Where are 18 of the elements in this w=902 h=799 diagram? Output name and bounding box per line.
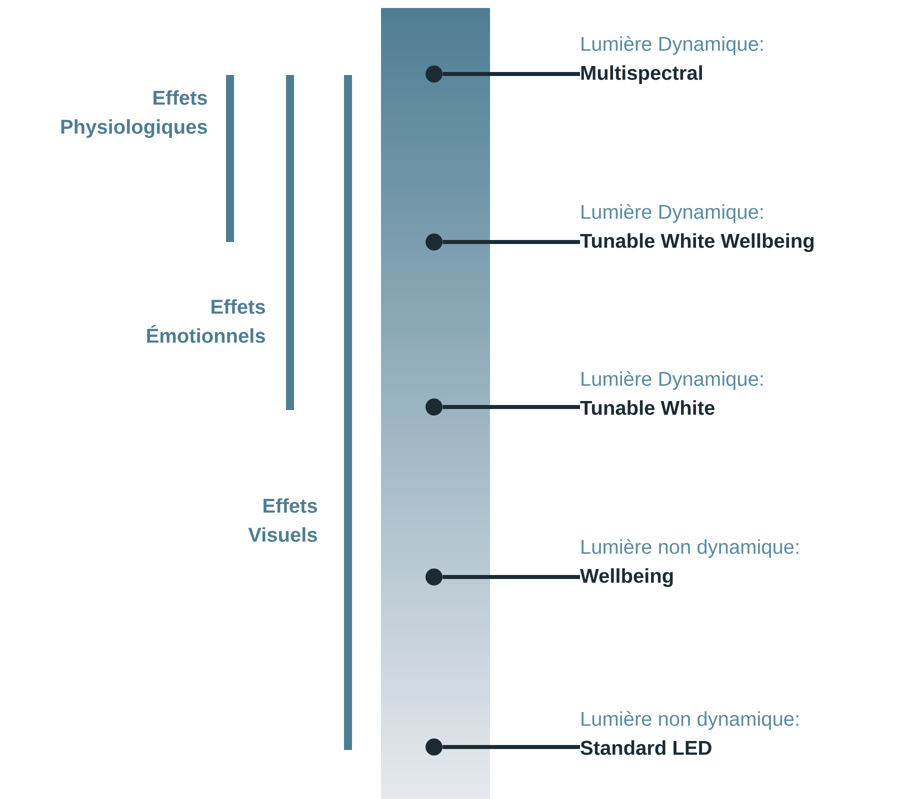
side-label: Effets Émotionnels: [147, 299, 265, 343]
leader-line: [442, 745, 580, 749]
dot: [426, 738, 442, 756]
leader-label: Lumière non dynamique: Standard LED: [580, 711, 798, 755]
leader-label: Lumière Dynamique: Multispectral: [581, 36, 763, 84]
side-label: Effets Physiologiques: [61, 90, 207, 138]
leader-label: Lumière non dynamique: Wellbeing: [580, 539, 798, 587]
dot: [426, 568, 442, 586]
leader-label: Lumière Dynamique: Tunable White Wellbeing: [580, 204, 814, 252]
leader-label: Lumière Dynamique: Tunable White: [580, 371, 763, 415]
leader-line: [442, 72, 580, 76]
dot: [426, 398, 442, 416]
leader-line: [442, 405, 580, 409]
leader-line: [442, 575, 580, 579]
dot: [426, 66, 442, 82]
leader-line: [442, 240, 580, 244]
dot: [426, 234, 442, 250]
side-label: Effets Visuels: [248, 498, 317, 542]
